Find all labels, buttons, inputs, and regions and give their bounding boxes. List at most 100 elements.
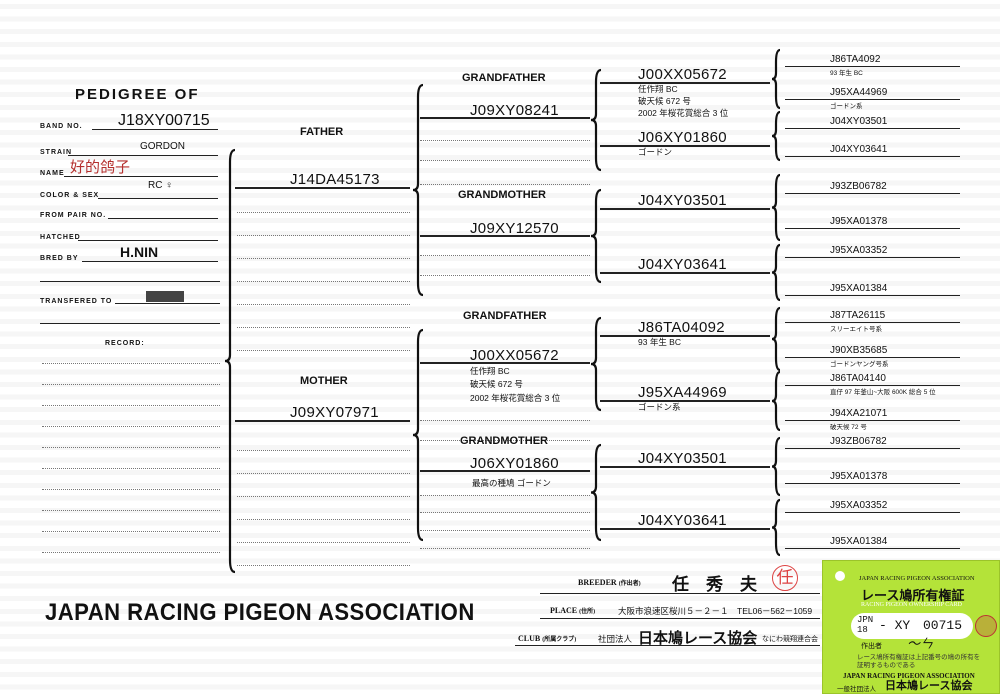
card-hole	[835, 571, 845, 581]
pedigree-bracket	[771, 243, 781, 302]
association-name: JAPAN RACING PIGEON ASSOCIATION	[45, 599, 475, 626]
gen3-band: J06XY01860	[638, 129, 727, 146]
card-year: 18	[857, 625, 868, 635]
gen4-band: J95XA01378	[830, 216, 888, 227]
pedigree-bracket	[771, 436, 781, 497]
card-code-text: XY	[894, 618, 911, 633]
gen4-note: スリーエイト号系	[830, 326, 882, 333]
mother-label: MOTHER	[300, 375, 348, 387]
record-label: RECORD:	[105, 340, 145, 347]
card-org-en: JAPAN RACING PIGEON ASSOCIATION	[859, 575, 975, 582]
gen4-band: J95XA03352	[830, 500, 888, 511]
card-signature: 〜ㄣ	[907, 637, 934, 652]
maternal-grandmother-band: J06XY01860	[470, 455, 559, 472]
band-no-label: BAND NO.	[40, 123, 83, 130]
gen4-band: J90XB35685	[830, 345, 888, 356]
card-org-en2: JAPAN RACING PIGEON ASSOCIATION	[843, 672, 975, 680]
club-suffix: なにわ競翔連合会	[762, 636, 818, 643]
maternal-grandfather-band: J00XX05672	[470, 347, 559, 364]
place-label-text: PLACE	[550, 606, 578, 615]
breeder-name: 任 秀 夫	[672, 575, 757, 594]
gen3-band: J04XY03501	[638, 450, 727, 467]
gen3-band: J95XA44969	[638, 384, 727, 401]
breeder-label: BREEDER (作出者)	[578, 578, 641, 587]
card-number: 00715	[923, 618, 963, 633]
name-value: 好的鸽子	[70, 159, 131, 176]
pedigree-bracket	[224, 148, 236, 574]
breeder-seal: 任	[772, 565, 798, 591]
pedigree-bracket	[590, 68, 602, 172]
card-code: - XY	[879, 618, 911, 633]
page-title: PEDIGREE OF	[75, 86, 200, 103]
breeder-label-text: BREEDER	[578, 578, 617, 587]
gen4-note: ゴードンヤング号系	[830, 361, 889, 368]
hatched-label: HATCHED	[40, 234, 81, 241]
pedigree-bracket	[771, 173, 781, 242]
card-org-jp-prefix: 一般社団法人	[837, 686, 876, 693]
card-number-box: JPN 18 - XY 00715	[851, 613, 973, 639]
pedigree-bracket	[771, 110, 781, 162]
gen4-band: J87TA26115	[830, 310, 886, 321]
name-label: NAME	[40, 170, 65, 177]
transfered-label: TRANSFERED TO	[40, 298, 113, 305]
card-country: JPN	[857, 615, 874, 625]
gen4-band: J94XA21071	[830, 408, 888, 419]
gen4-band: J95XA01378	[830, 471, 888, 482]
gen4-note: 直仔 97 年釜山~大阪 600K 総合 5 位	[830, 389, 936, 396]
pedigree-bracket	[590, 443, 602, 542]
strain-value: GORDON	[140, 141, 185, 152]
gen4-band: J04XY03641	[830, 144, 888, 155]
maternal-grandfather-note: 任作翔 BC	[470, 366, 510, 376]
father-band: J14DA45173	[290, 171, 380, 188]
place-sub: (住所)	[579, 609, 596, 615]
club-label-text: CLUB	[518, 634, 541, 643]
gen4-band: J93ZB06782	[830, 181, 887, 192]
gen3-band: J04XY03501	[638, 192, 727, 209]
redacted-box	[146, 291, 184, 302]
card-text: レース鳩所有権証は上記番号の鳩の所有を証明するものである	[857, 654, 981, 669]
color-sex-value: RC ♀	[148, 180, 173, 191]
maternal-grandmother-label: GRANDMOTHER	[460, 435, 548, 447]
paternal-grandmother-label: GRANDMOTHER	[458, 189, 546, 201]
gen4-band: J95XA44969	[830, 87, 888, 98]
gen3-note: ゴードン系	[638, 402, 681, 412]
gen4-band: J95XA01384	[830, 536, 888, 547]
card-org-jp: 日本鳩レース協会	[885, 680, 973, 692]
pedigree-bracket	[590, 316, 602, 412]
place-label: PLACE (住所)	[550, 606, 595, 615]
gen3-band: J04XY03641	[638, 512, 727, 529]
band-no-value: J18XY00715	[118, 112, 210, 129]
gen4-band: J86TA4092	[830, 54, 881, 65]
place-value: 大阪市浪速区桜川５－２－１ TEL06－562－1059	[618, 606, 813, 616]
gen3-note: 2002 年桜花賞総合 3 位	[638, 108, 729, 118]
card-title-en: RACING PIGEON OWNERSHIP CARD	[861, 602, 962, 608]
father-label: FATHER	[300, 126, 344, 138]
maternal-grandfather-note: 2002 年桜花賞総合 3 位	[470, 393, 561, 403]
club-name: 日本鳩レース協会	[638, 630, 758, 647]
gen3-note: 93 年生 BC	[638, 337, 681, 347]
pedigree-bracket	[412, 328, 424, 542]
gen3-band: J86TA04092	[638, 319, 725, 336]
pedigree-bracket	[771, 48, 781, 110]
card-breeder-label: 作出者	[861, 643, 882, 650]
club-prefix: 社団法人	[598, 634, 633, 644]
gen4-band: J93ZB06782	[830, 436, 887, 447]
card-title-jp: レース鳩所有権証	[861, 588, 965, 603]
mother-band: J09XY07971	[290, 404, 379, 421]
color-sex-label: COLOR & SEX	[40, 192, 100, 199]
gen3-band: J00XX05672	[638, 66, 727, 83]
card-stamp	[975, 615, 997, 637]
gen4-band: J95XA03352	[830, 245, 888, 256]
maternal-grandfather-label: GRANDFATHER	[463, 310, 547, 322]
pedigree-bracket	[590, 188, 602, 284]
gen4-band: J95XA01384	[830, 283, 888, 294]
maternal-grandmother-note: 最高の種鳩 ゴードン	[472, 478, 551, 488]
bred-by-value: H.NIN	[120, 244, 159, 260]
ownership-card: JAPAN RACING PIGEON ASSOCIATION レース鳩所有権証…	[822, 560, 1000, 694]
from-pair-label: FROM PAIR NO.	[40, 212, 107, 219]
pedigree-bracket	[771, 306, 781, 372]
gen3-note: 任作翔 BC	[638, 84, 678, 94]
pedigree-bracket	[771, 498, 781, 557]
gen4-band: J86TA04140	[830, 373, 886, 384]
